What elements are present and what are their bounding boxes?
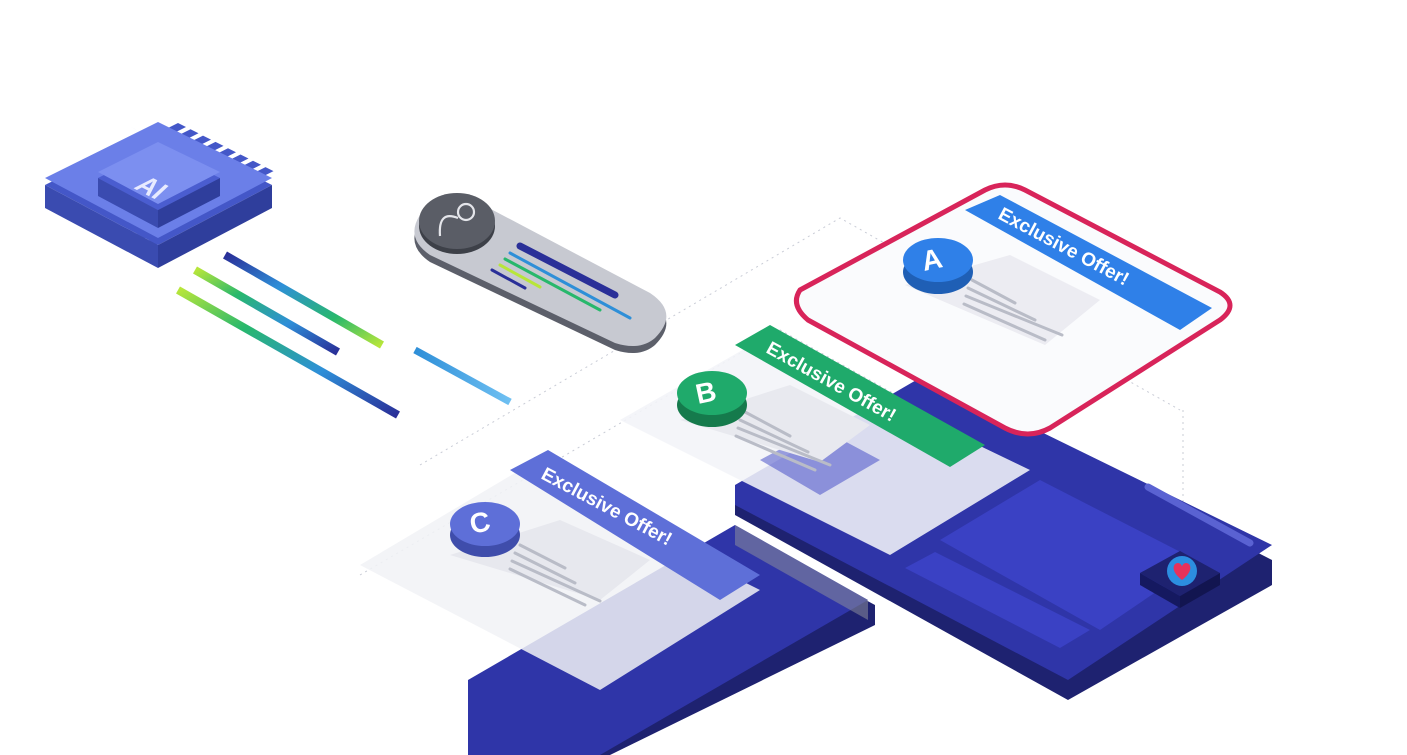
user-avatar <box>419 193 495 249</box>
offer-lines-b <box>734 410 832 472</box>
offer-card-a: Exclusive Offer! A <box>793 182 1233 437</box>
ai-chip-core <box>98 142 220 204</box>
offer-banner-a <box>965 195 1212 330</box>
tablet-panel-strip <box>905 552 1090 648</box>
offer-lines-c <box>508 543 602 607</box>
heart-icon <box>1173 563 1191 580</box>
heart-badge <box>1140 551 1220 608</box>
offer-card-b: Exclusive Offer! B <box>620 325 1030 555</box>
profile-pill <box>414 193 667 354</box>
offer-letter-c-badge <box>450 502 520 546</box>
offer-letter-b-badge <box>677 371 747 415</box>
data-streams <box>176 251 512 419</box>
tablet-scrollbar <box>1144 483 1254 547</box>
offer-banner-b <box>735 325 985 467</box>
offer-letter-a-badge <box>903 238 973 282</box>
offer-banner-c <box>510 450 760 600</box>
ai-chip: AI <box>45 118 274 268</box>
offer-lines-a <box>962 278 1064 342</box>
tablet-panel-large <box>940 480 1200 630</box>
user-icon <box>438 202 476 237</box>
